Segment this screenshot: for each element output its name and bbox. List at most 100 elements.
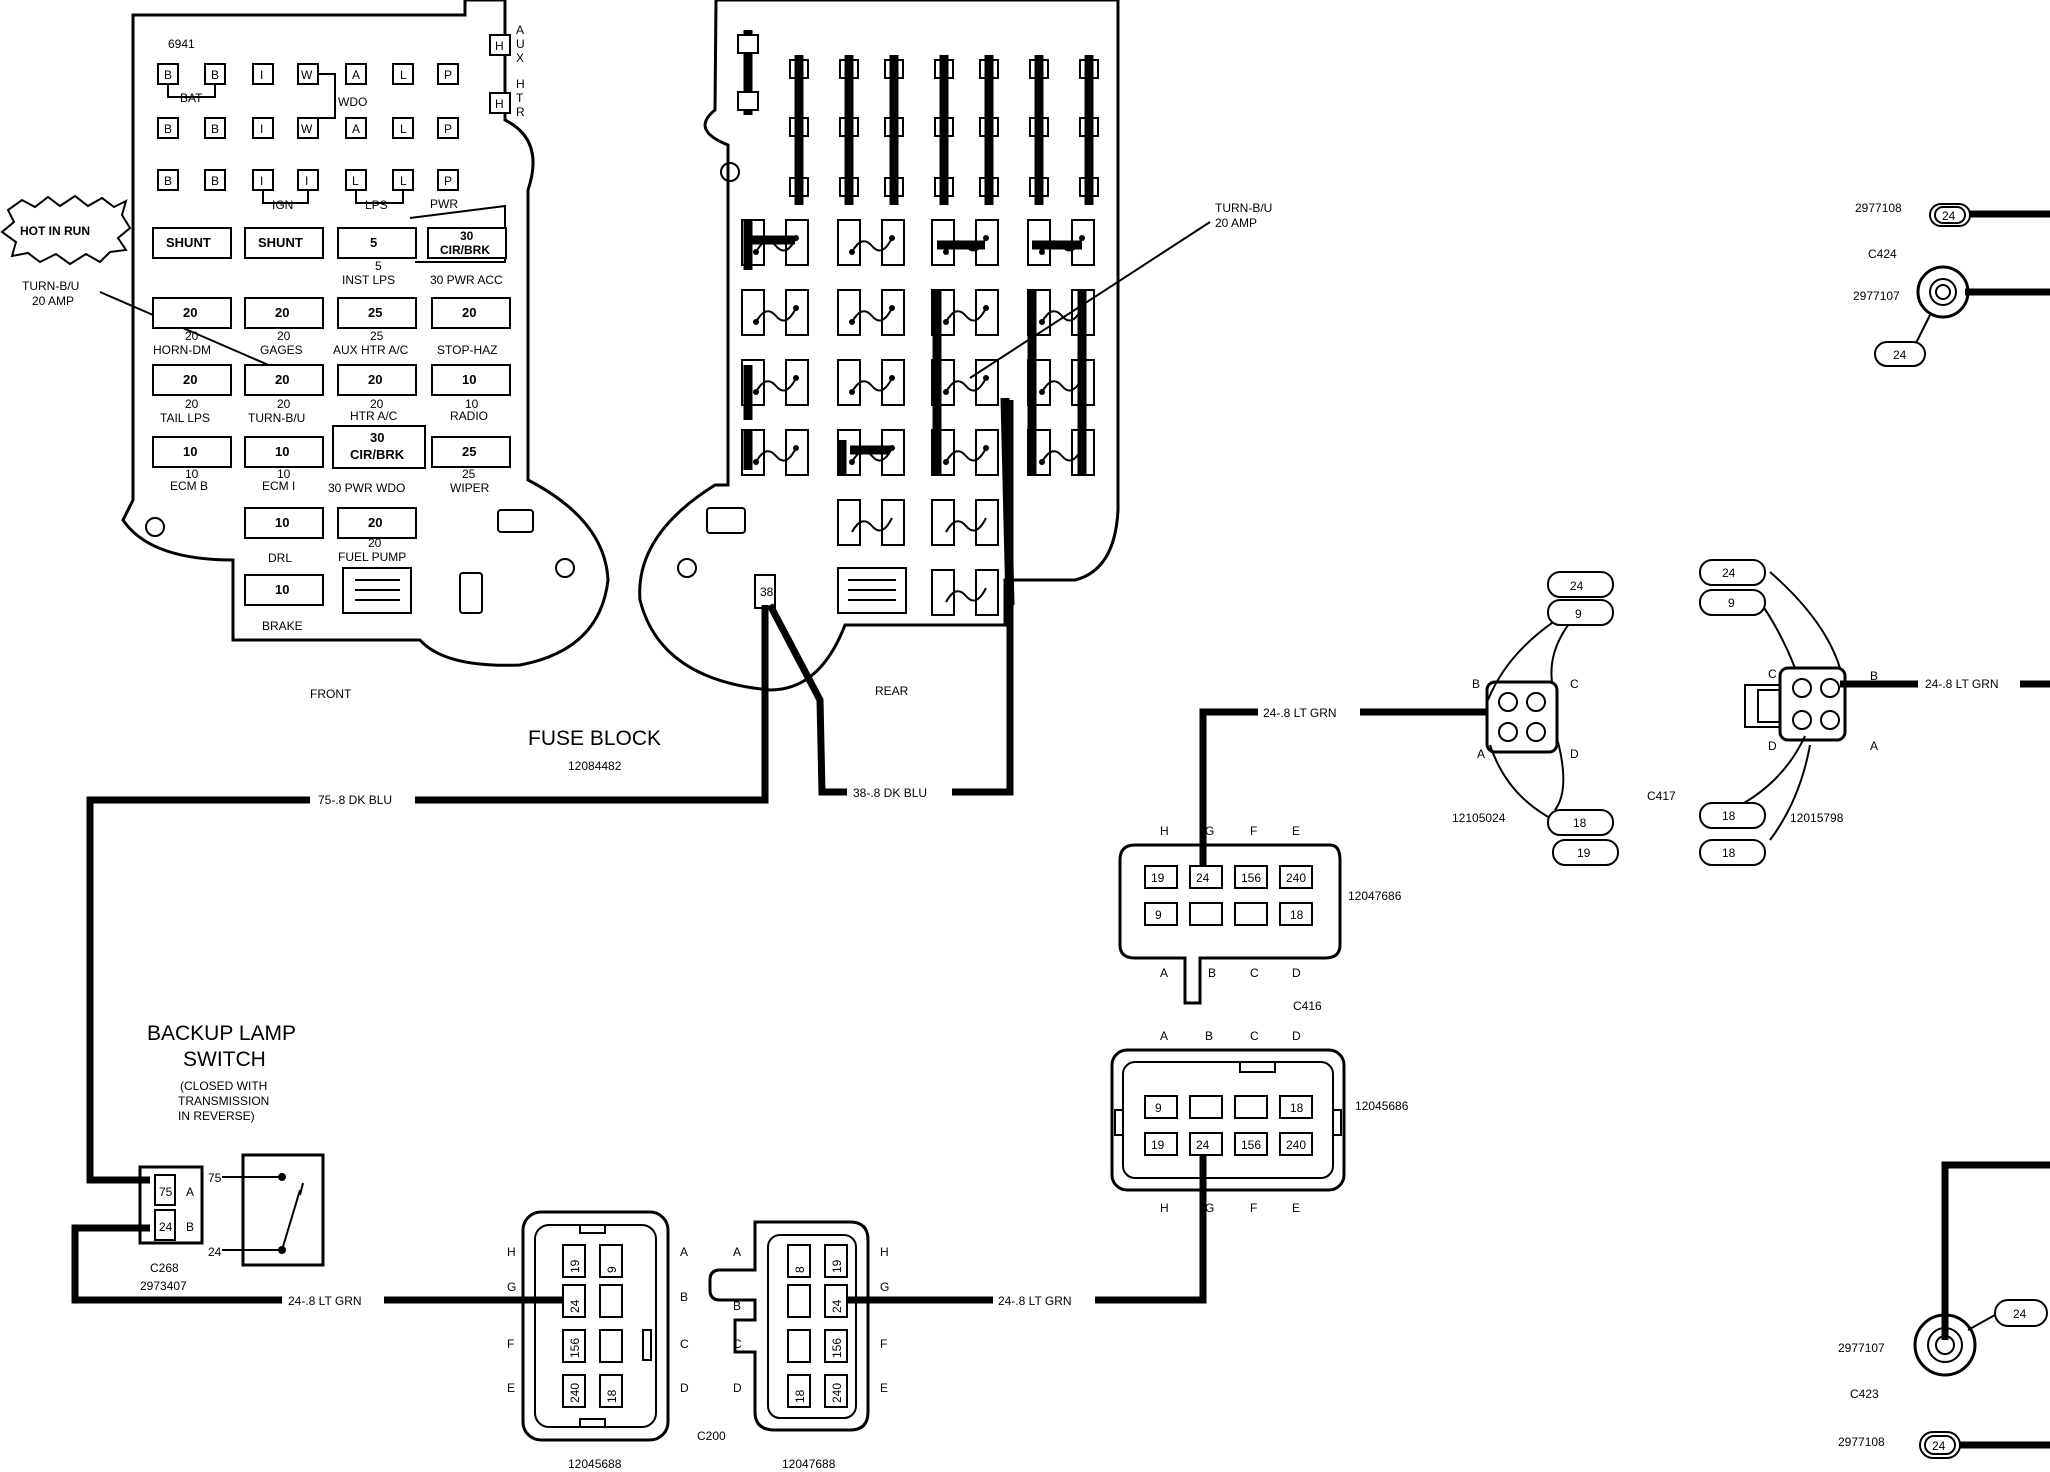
svg-text:AUX HTR A/C: AUX HTR A/C	[333, 343, 409, 357]
c200-right-cavity	[824, 1329, 848, 1363]
c416-cavity-label: 9	[1155, 908, 1162, 922]
c268-label: C268	[150, 1261, 179, 1275]
svg-text:L: L	[400, 174, 407, 188]
wire-label-bg-24-top	[1258, 702, 1360, 722]
fuse-block-part: 12084482	[568, 759, 622, 773]
c200-left-inner-letter: C	[680, 1337, 689, 1351]
c416b-cavity	[1189, 1132, 1223, 1156]
rear-pin-38: 38	[760, 585, 774, 599]
rear-fuse-dot	[889, 305, 895, 311]
rear-fuse-dot	[753, 459, 759, 465]
svg-text:24: 24	[1942, 209, 1956, 223]
c416-cavity-label: 19	[1151, 871, 1165, 885]
svg-text:B: B	[211, 122, 219, 136]
wire-label-bg-24-right	[1918, 674, 2020, 694]
svg-text:10: 10	[183, 444, 197, 459]
c416b-letter: F	[1250, 1201, 1257, 1215]
htr-h: H	[495, 97, 504, 111]
c200-left-outer-letter: G	[507, 1280, 516, 1294]
aux-terminal	[489, 34, 511, 56]
svg-text:18: 18	[1722, 809, 1736, 823]
c200-right-outer-letter: E	[880, 1381, 888, 1395]
svg-text:9: 9	[1728, 596, 1735, 610]
c416-name: C416	[1293, 999, 1322, 1013]
svg-text:20: 20	[185, 329, 199, 343]
c200-right-inner-letter: A	[733, 1245, 741, 1259]
c200-right-cavity	[787, 1284, 811, 1318]
svg-text:20: 20	[368, 515, 382, 530]
rear-fuse-dot	[889, 375, 895, 381]
rear-fuse-link	[755, 307, 797, 323]
c416b-cavity	[1234, 1132, 1268, 1156]
c416-letter: H	[1160, 824, 1169, 838]
svg-text:TURN-B/U: TURN-B/U	[248, 411, 305, 425]
rear-slot	[881, 219, 905, 266]
rear-slot	[975, 499, 999, 546]
svg-text:25: 25	[370, 329, 384, 343]
rear-fuse-dot	[943, 389, 949, 395]
rear-label: REAR	[875, 684, 909, 698]
svg-text:30: 30	[460, 229, 474, 243]
c416-letter: C	[1250, 966, 1259, 980]
svg-text:75: 75	[159, 1185, 173, 1199]
svg-text:TAIL LPS: TAIL LPS	[160, 411, 210, 425]
svg-text:I: I	[260, 122, 263, 136]
svg-text:5: 5	[375, 259, 382, 273]
c416b-letter: D	[1292, 1029, 1301, 1043]
svg-text:P: P	[444, 174, 452, 188]
c200-right-cavity	[824, 1374, 848, 1408]
wire-label-bg-75	[310, 788, 415, 808]
svg-text:20: 20	[277, 397, 291, 411]
c416b-cavity-label: 24	[1196, 1138, 1210, 1152]
c200-name: C200	[697, 1429, 726, 1443]
rear-fuse-dot	[1039, 389, 1045, 395]
switch-title-2: SWITCH	[183, 1048, 266, 1071]
rear-fuse-dot	[943, 459, 949, 465]
rear-slot	[741, 289, 765, 336]
rear-fuse-link	[755, 377, 797, 393]
wire-label-75: 75-.8 DK BLU	[318, 793, 392, 807]
wdo-label: WDO	[338, 95, 367, 109]
switch-note-2: TRANSMISSION	[178, 1094, 269, 1108]
c200-left-cavity-label: 19	[568, 1259, 582, 1273]
c416-letter: A	[1160, 966, 1168, 980]
rear-top-terminal	[737, 91, 759, 111]
c416b-letter: G	[1205, 1201, 1214, 1215]
c200-right-cavity-label: 24	[830, 1299, 844, 1313]
svg-text:BRAKE: BRAKE	[262, 619, 303, 633]
c200-right-cavity	[787, 1374, 811, 1408]
svg-text:P: P	[444, 68, 452, 82]
rear-fuse-link	[851, 517, 893, 533]
c416b-cavity	[1279, 1132, 1313, 1156]
bat-label: BAT	[180, 91, 203, 105]
rear-slot	[881, 359, 905, 406]
svg-text:A: A	[186, 1185, 194, 1199]
rear-slot	[881, 499, 905, 546]
c200-right-outer-letter: H	[880, 1245, 889, 1259]
c423-part-b: 2977108	[1838, 1435, 1885, 1449]
c200-right-cavity-label: 18	[793, 1389, 807, 1403]
ign-label: IGN	[272, 198, 293, 212]
svg-text:B: B	[164, 68, 172, 82]
c416-cavity-label: 24	[1196, 871, 1210, 885]
c200-right-inner-letter: C	[733, 1337, 742, 1351]
fuse-row-e: 10 DRL 20 20 FUEL PUMP 10 BRAKE	[244, 507, 417, 633]
backup-lamp-switch-body: 75 24	[208, 1153, 325, 1267]
aux-letter-a: A	[516, 23, 524, 37]
rear-fuse-link	[755, 447, 797, 463]
c416b-cavity	[1234, 1095, 1268, 1119]
rear-fuse-dot	[849, 319, 855, 325]
c200-left-outer-letter: F	[507, 1337, 514, 1351]
c200-right-cavity-label: 19	[830, 1259, 844, 1273]
c416-cavity	[1279, 902, 1313, 926]
htr-letter-h: H	[516, 77, 525, 91]
svg-text:19: 19	[1577, 846, 1591, 860]
svg-text:18: 18	[1722, 846, 1736, 860]
svg-text:20: 20	[183, 372, 197, 387]
